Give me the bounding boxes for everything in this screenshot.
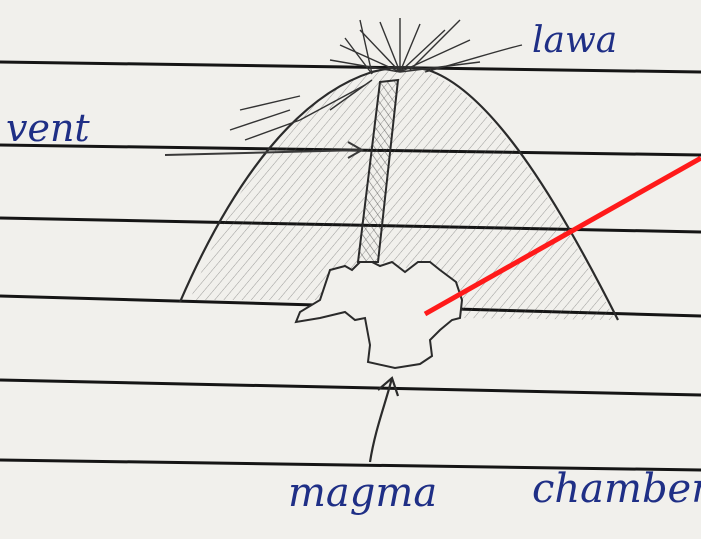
chamber-label: chamber bbox=[532, 466, 701, 512]
ruled-line bbox=[0, 380, 701, 395]
magma-label: magma bbox=[288, 470, 437, 516]
vent-label: vent bbox=[6, 106, 90, 150]
chamber-arrow bbox=[370, 378, 398, 462]
lava-label: lawa bbox=[532, 20, 617, 61]
